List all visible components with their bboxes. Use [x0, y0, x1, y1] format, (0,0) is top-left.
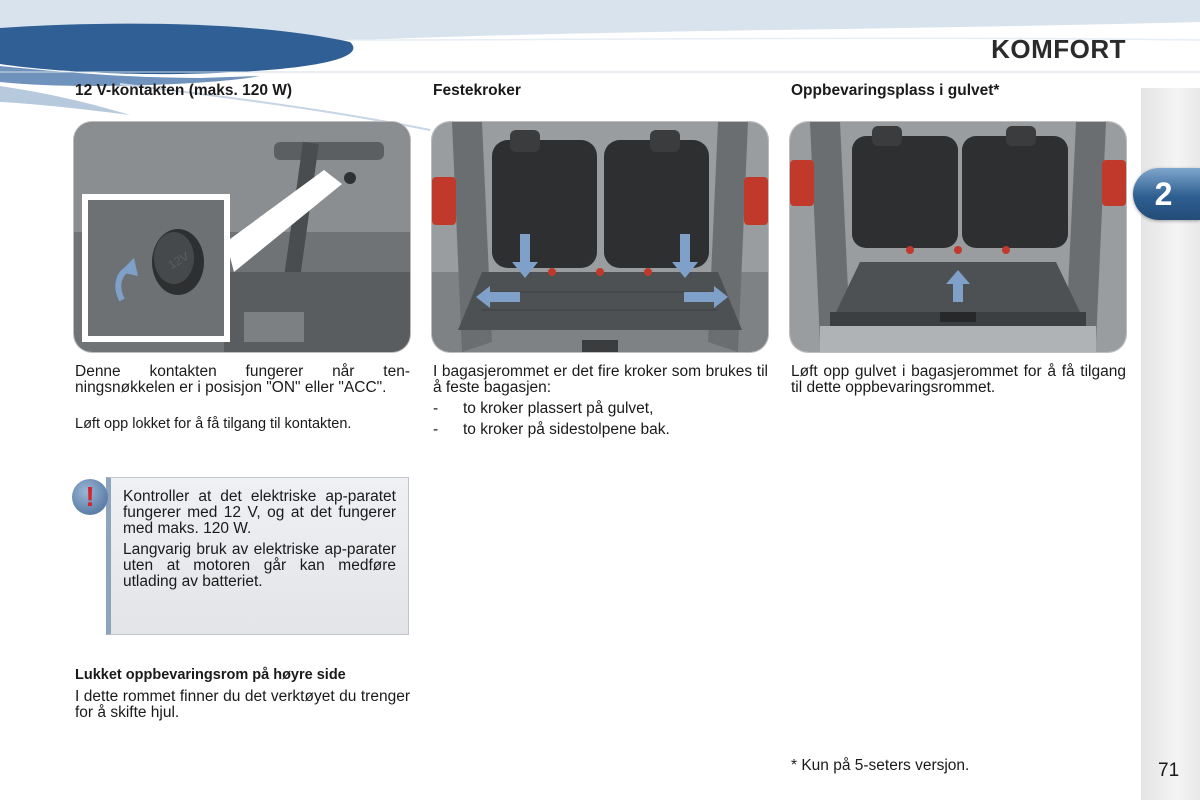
hooks-heading: Festekroker — [433, 82, 521, 99]
warning-box — [106, 477, 409, 635]
exclamation-icon: ! — [72, 479, 108, 515]
list-item: -to kroker på sidestolpene bak. — [433, 421, 670, 438]
floor-storage-description: Løft opp gulvet i bagasjerommet for å få… — [791, 363, 1126, 396]
floor-storage-photo — [790, 122, 1126, 352]
socket-heading: 12 V-kontakten (maks. 120 W) — [75, 82, 293, 99]
warning-text-1: Kontroller at det elektriske ap-paratet … — [123, 488, 396, 537]
hooks-photo — [432, 122, 768, 352]
header-swoosh — [0, 0, 1200, 131]
storage-subheading: Lukket oppbevaringsrom på høyre side — [75, 667, 346, 683]
floor-storage-heading: Oppbevaringsplass i gulvet* — [791, 82, 1000, 99]
socket-description: Denne kontakten fungerer når ten-ningsnø… — [75, 363, 410, 396]
hooks-list: -to kroker plassert på gulvet, -to kroke… — [433, 400, 768, 442]
socket-photo: 12V — [74, 122, 410, 352]
warning-text-2: Langvarig bruk av elektriske ap-parater … — [123, 541, 396, 590]
footnote: * Kun på 5-seters versjon. — [791, 757, 970, 774]
section-title: KOMFORT — [991, 34, 1126, 64]
list-item: -to kroker plassert på gulvet, — [433, 400, 654, 417]
socket-instruction: Løft opp lokket for å få tilgang til kon… — [75, 416, 352, 432]
chapter-tab[interactable]: 2 — [1133, 168, 1200, 220]
page-number: 71 — [1158, 760, 1180, 781]
hooks-description: I bagasjerommet er det fire kroker som b… — [433, 363, 768, 396]
storage-description: I dette rommet finner du det verktøyet d… — [75, 688, 410, 721]
